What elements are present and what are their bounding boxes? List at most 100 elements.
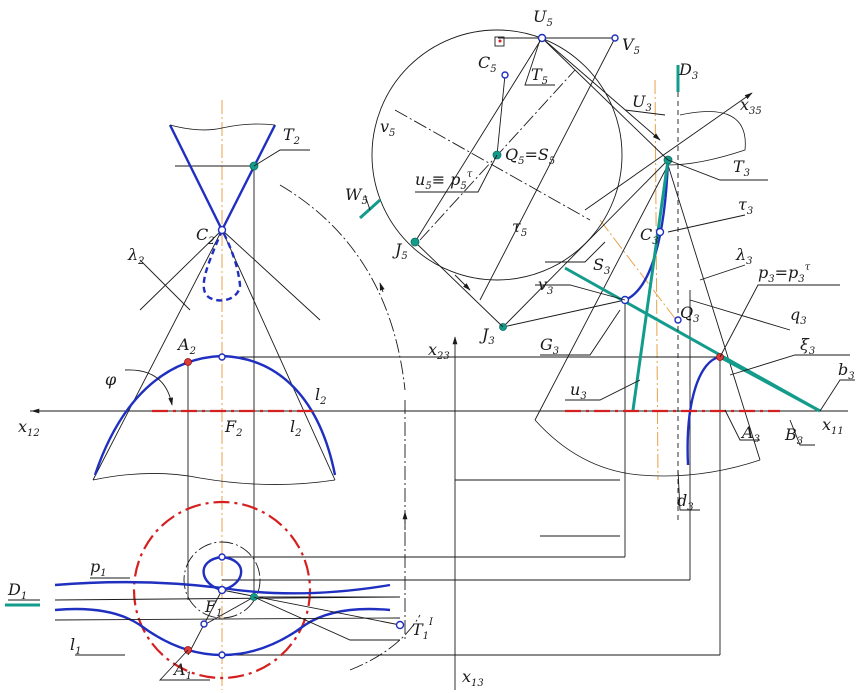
arc-arrow [379,282,385,293]
leader-a3 [724,409,760,441]
point-q3 [674,316,682,324]
rotation-arc-upper [279,184,406,391]
arrow-j5 [454,274,471,291]
label-a3: A3 [740,423,760,445]
cone-generator-left [139,229,223,311]
line-j5-j3 [414,241,504,328]
label-p3: p3=p3τ [758,262,811,285]
point-c5 [501,71,509,79]
point-c2 [217,225,227,235]
line-j5-u5 [414,37,543,243]
label-l1: l1 [70,635,82,657]
label-t2: T2 [283,125,300,147]
cone-top-edge [169,123,276,131]
label-g3: G3 [540,335,559,357]
red-circle [132,500,312,680]
label-c5: C5 [478,53,497,75]
label-p1: p1 [90,557,107,579]
label-tau5: τ5 [512,217,527,239]
line-q3 [689,299,791,331]
leader-d3-bottom [677,469,700,511]
phi-arc [124,369,174,406]
leader-lambda2 [139,259,191,311]
label-q5s5: Q5=S5 [505,145,555,167]
label-j3: J3 [479,325,495,347]
label-j5: J5 [392,240,408,262]
cone-bottom-edge [92,473,336,485]
side-hyperbola-upper [667,111,746,166]
label-xi3: ξ3 [800,335,815,357]
leader-t5 [524,39,555,86]
leader-v3 [535,284,626,301]
label-x13: x13 [462,667,484,689]
label-l2-right: l2 [290,417,302,439]
leader-a1 [158,649,210,681]
label-q3-lower: q3 [790,305,807,327]
line-c5-q5 [496,74,506,156]
rotation-arc-lower [349,614,421,671]
point-plan-3 [218,651,226,659]
line-ray2 [203,596,255,626]
label-c3: C3 [640,225,659,247]
leader-g3 [540,309,621,356]
label-x11: x11 [822,415,844,437]
leader-xi3 [729,354,850,376]
centerline-1 [394,109,591,221]
label-b3-lower: B3 [784,425,803,447]
label-phi: φ [105,370,117,389]
point-u5 [537,33,547,43]
label-v5-lower: v5 [380,117,395,139]
label-tau3: τ3 [738,195,753,217]
right-angle-mark [494,36,505,47]
point-plan-2 [200,620,208,628]
leader-s3 [545,241,606,263]
point-c3 [655,227,665,237]
axis-line-diag [599,219,681,326]
leader-lambda3 [699,264,746,281]
point-v5 [611,34,619,42]
side-hyperbola-lower [534,419,761,477]
label-t3: T3 [733,157,750,179]
label-v3: v3 [538,275,553,297]
label-a1: A1 [172,660,192,682]
leader-t2 [253,149,310,167]
label-t1: T1I [412,617,434,642]
label-c2: C2 [196,225,215,247]
point-loop-top [218,553,226,561]
point-t1-prime [395,620,405,630]
leader-p3 [719,284,840,358]
label-u3-lower: u3 [570,380,587,402]
label-d3-lower: d3 [677,491,694,513]
label-d3: D3 [678,60,698,82]
point-f1 [217,585,227,595]
circle-v5 [371,29,623,281]
label-w5: W5 [345,185,368,207]
label-v5: V5 [622,35,640,57]
point-a2 [184,358,192,366]
leader-t3 [667,159,768,181]
inner-circle [183,541,261,619]
label-a2: A2 [176,335,196,357]
label-f1: F1 [204,597,222,619]
label-x35: x35 [740,95,762,117]
label-q3: Q3 [680,303,700,325]
point-apex-front [218,353,226,361]
axis-x35 [584,92,753,211]
label-s3: S3 [593,255,610,277]
label-u5p5: u5≡ p5τ [415,169,473,192]
leader-b3 [819,379,855,412]
leader-u3-top [624,109,666,116]
label-f2: F2 [224,417,242,439]
label-d1: D1 [7,580,27,602]
cone-outline-right [221,229,336,481]
side-outline-left [534,164,669,421]
line-b3-teal [719,355,821,413]
leader-tau3 [667,214,746,233]
curve-parabola-front [93,354,337,476]
label-lambda3: λ3 [735,245,753,267]
cone-outline-left [92,229,223,481]
leader-u5p5 [415,154,498,193]
leader-t1 [253,596,400,641]
line-u3-teal [631,159,670,411]
